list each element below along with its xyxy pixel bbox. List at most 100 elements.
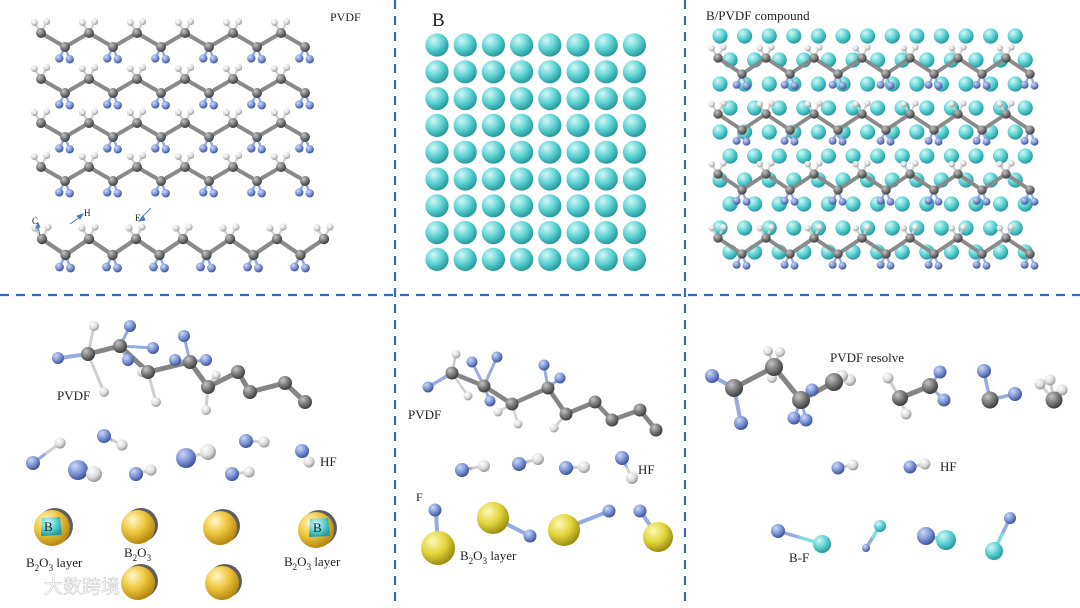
carbon-atom [761,109,770,118]
boron-atom [934,28,949,43]
hydrogen-atom [235,152,242,159]
fluorine-atom [207,264,216,273]
carbon-atom [132,74,142,84]
hydrogen-atom [79,153,86,160]
carbon-atom [833,69,842,78]
carbon-atom [1025,249,1034,258]
boron-atom [712,124,727,139]
boron-atom [936,530,956,550]
hydrogen-atom [235,64,242,71]
boron-atom [712,28,727,43]
fluorine-atom [829,197,837,205]
boron-atom [985,542,1003,560]
carbon-atom [905,53,914,62]
carbon-atom [953,53,962,62]
carbon-atom [785,185,794,194]
carbon-atom [132,118,142,128]
fluorine-atom [839,262,847,270]
carbon-atom [204,88,214,98]
fluorine-atom [791,82,799,90]
boron-atom [482,33,505,56]
carbon-atom [560,408,573,421]
fluorine-atom [839,82,847,90]
carbon-atom [108,42,118,52]
hydrogen-atom [804,161,810,167]
boron-atom [934,220,949,235]
fluorine-atom [977,364,991,378]
carbon-atom [857,233,866,242]
hydrogen-atom [175,153,182,160]
hydrogen-atom [243,466,254,477]
fluorine-atom [151,100,159,108]
legend-carbon-label: C [32,216,38,226]
hydrogen-atom [550,424,559,433]
carbon-atom [228,162,238,172]
fluorine-atom [1031,138,1039,146]
hydrogen-atom [43,18,50,25]
b2o3-particle [205,566,239,600]
carbon-atom [857,109,866,118]
watermark-logo-icon [11,576,29,594]
fluorine-atom [295,444,309,458]
hydrogen-atom [864,44,870,50]
boron-atom [425,141,448,164]
carbon-atom [713,233,722,242]
fluorine-atom [781,197,789,205]
carbon-atom [506,398,519,411]
carbon-atom [178,234,188,244]
fluorine-atom [887,262,895,270]
boron-atom [845,196,860,211]
hydrogen-atom [43,152,50,159]
fluorine-atom [603,505,616,518]
carbon-atom [977,249,986,258]
fluorine-atom [52,352,64,364]
carbon-atom [252,88,262,98]
carbon-atom [929,185,938,194]
fluorine-atom [925,197,933,205]
boron-atom [538,221,561,244]
hydrogen-atom [960,224,966,230]
hydrogen-atom [920,459,931,470]
carbon-atom [107,250,117,260]
hydrogen-atom [464,392,473,401]
fluorine-atom [935,138,943,146]
boron-atom [835,220,850,235]
carbon-atom [785,125,794,134]
hydrogen-atom [172,224,179,231]
boron-atom [425,221,448,244]
fluorine-atom [129,467,143,481]
hydrogen-atom [864,160,870,166]
fluorine-atom [247,144,255,152]
carbon-atom [446,367,459,380]
carbon-atom [248,250,258,260]
boron-atom [595,60,618,83]
fluorine-atom [55,54,63,62]
fluorine-atom [103,54,111,62]
boron-atom [909,76,924,91]
hydrogen-atom [864,100,870,106]
carbon-atom [589,396,602,409]
carbon-atom [792,391,810,409]
fluorine-atom [1008,387,1022,401]
boron-atom [623,141,646,164]
fluorine-atom [66,101,74,109]
hydrogen-atom [145,464,156,475]
fluorine-atom [55,100,63,108]
decomp1-core-letter-right: B [313,520,322,535]
fluorine-atom [771,524,785,538]
hydrogen-atom [900,101,906,107]
decomp2-f-label: F [416,490,423,504]
hydrogen-atom [151,397,161,407]
fluorine-atom [113,264,122,273]
fluorine-atom [973,81,981,89]
hydrogen-atom [768,100,774,106]
b2o3-particle [203,511,237,545]
fluorine-atom [877,197,885,205]
carbon-atom [204,176,214,186]
boron-atom [595,221,618,244]
hydrogen-atom [303,456,314,467]
fluorine-atom [151,54,159,62]
fluorine-atom [904,461,917,474]
carbon-atom [180,74,190,84]
hydrogen-atom [187,108,194,115]
